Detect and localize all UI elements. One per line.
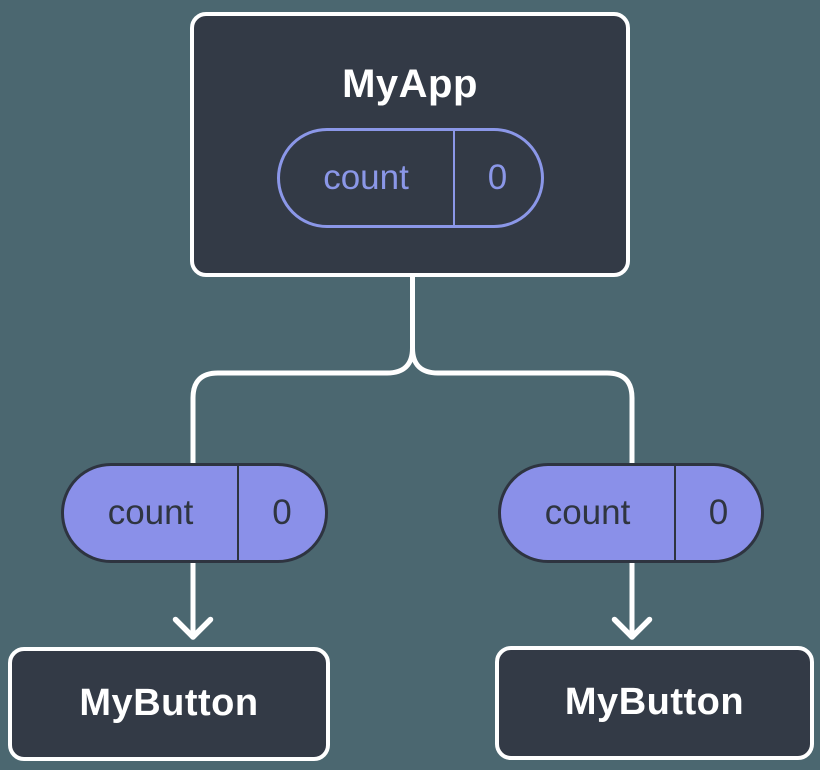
node-mybutton-left-title: MyButton xyxy=(79,682,259,725)
prop-value-label: 0 xyxy=(487,157,508,197)
arrow-left-head-icon xyxy=(172,616,214,640)
prop-pill-root: count 0 xyxy=(276,127,544,228)
node-mybutton-left: MyButton xyxy=(8,647,330,761)
arrow-right-head-icon xyxy=(611,616,653,640)
prop-value-label: 0 xyxy=(708,493,729,532)
prop-pill-right-edge: count 0 xyxy=(498,463,764,563)
prop-name-label: count xyxy=(280,130,455,225)
prop-name-label: count xyxy=(64,466,239,560)
node-mybutton-right-title: MyButton xyxy=(564,681,745,724)
fork-left-connector xyxy=(190,347,415,465)
node-mybutton-right: MyButton xyxy=(495,646,814,760)
prop-name-label: count xyxy=(501,466,676,560)
fork-right-connector xyxy=(410,347,635,465)
node-myapp: MyApp count 0 xyxy=(190,12,630,277)
node-myapp-title: MyApp xyxy=(342,61,478,106)
prop-value-label: 0 xyxy=(272,493,292,532)
prop-pill-left-edge: count 0 xyxy=(61,463,328,563)
